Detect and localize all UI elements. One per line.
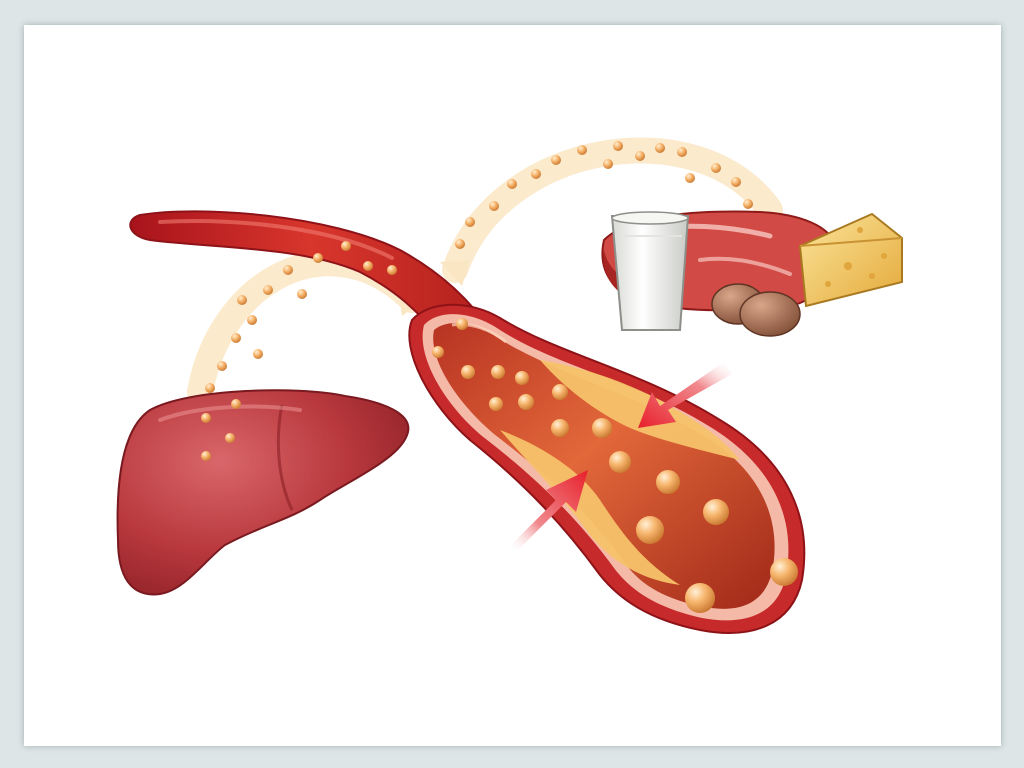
particle-trail-from-food — [440, 137, 783, 286]
cheese-icon — [798, 212, 903, 308]
artery-icon — [408, 303, 806, 634]
egg-icon — [711, 283, 801, 337]
food-group-icon — [601, 210, 903, 337]
compression-arrow-icon — [638, 362, 732, 428]
cholesterol-particles — [201, 141, 798, 613]
liver-icon — [116, 389, 410, 596]
milk-glass-icon — [610, 211, 690, 331]
compression-arrow-icon-lower — [508, 470, 588, 550]
